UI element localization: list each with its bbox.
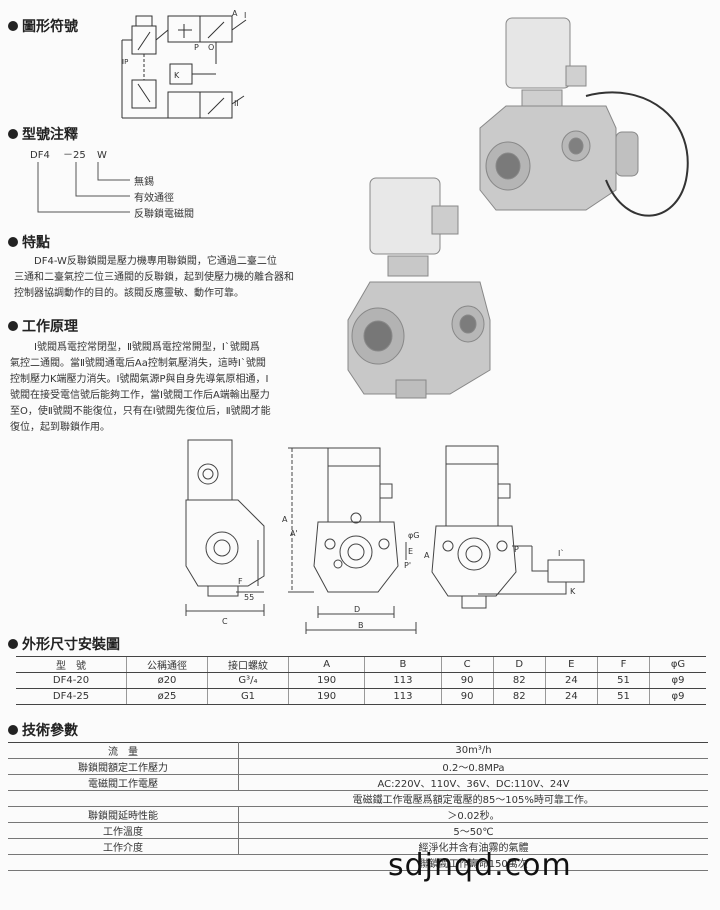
- model-note-wuxi: 無錫: [134, 177, 154, 188]
- svg-text:A: A: [424, 551, 430, 560]
- section-title-model: 型號注釋: [8, 124, 78, 144]
- section-title-symbol: 圖形符號: [8, 16, 78, 36]
- svg-text:O: O: [208, 43, 214, 52]
- model-note-type: 反聯鎖電磁閥: [134, 209, 194, 220]
- svg-text:K: K: [174, 71, 180, 80]
- svg-text:A: A: [232, 9, 238, 18]
- section-title-features: 特點: [8, 232, 50, 252]
- svg-text:D: D: [354, 605, 360, 614]
- principle-paragraph: Ⅰ號閥爲電控常閉型，Ⅱ號閥爲電控常開型，Ⅰ`號閥爲 氣控二通閥。當Ⅱ號閥通電后A…: [10, 342, 271, 433]
- valve-photo-top: [479, 17, 689, 217]
- bullet-icon: [8, 237, 18, 247]
- table-row: 聯鎖閥延時性能＞0.02秒。: [8, 806, 708, 823]
- table-header-row: 型 號 公稱通徑 接口螺紋 A B C D E F φG: [16, 656, 706, 673]
- features-paragraph: DF4-W反聯鎖閥是壓力機專用聯鎖閥，它通過二臺二位 三通和二臺氣控二位三通閥的…: [14, 256, 294, 299]
- svg-text:B: B: [358, 621, 364, 630]
- table-row: 聯鎖閥工作壽命150萬次: [8, 854, 708, 871]
- svg-text:I`: I`: [558, 548, 564, 558]
- svg-text:C: C: [222, 617, 228, 626]
- svg-text:φG: φG: [408, 531, 419, 540]
- svg-text:A': A': [290, 529, 298, 538]
- svg-text:F: F: [238, 577, 243, 586]
- bullet-icon: [8, 129, 18, 139]
- svg-text:55: 55: [244, 593, 254, 602]
- bullet-icon: [8, 639, 18, 649]
- dimension-drawing: F A A' C 55 D B φG E P' A P I` K: [185, 439, 585, 634]
- svg-text:E: E: [408, 547, 413, 556]
- section-title-dimensions: 外形尺寸安裝圖: [8, 634, 120, 654]
- watermark-text: sdjnqd.com: [388, 848, 572, 883]
- svg-text:I: I: [244, 11, 246, 20]
- bullet-icon: [8, 321, 18, 331]
- bullet-icon: [8, 725, 18, 735]
- table-row: 電磁鐵工作電壓爲額定電壓的85～105%時可靠工作。: [8, 790, 708, 807]
- model-note-diameter: 有效通徑: [134, 193, 174, 204]
- svg-text:K: K: [570, 587, 576, 596]
- model-code-leader-lines: [37, 162, 130, 213]
- svg-text:P: P: [194, 43, 199, 52]
- bullet-icon: [8, 21, 18, 31]
- valve-photo-bottom: [347, 177, 491, 399]
- svg-text:A: A: [282, 515, 288, 524]
- model-code: DF4 －25 W: [30, 150, 107, 161]
- svg-text:II: II: [234, 99, 239, 108]
- svg-text:P': P': [404, 561, 411, 570]
- section-title-tech: 技術參數: [8, 720, 78, 740]
- svg-text:P: P: [514, 545, 519, 554]
- table-row: 工作介度經淨化并含有油霧的氣體: [8, 838, 708, 855]
- pneumatic-symbol-diagram: A P O K I II IP: [121, 9, 246, 119]
- svg-text:IP: IP: [122, 58, 128, 66]
- section-title-principle: 工作原理: [8, 316, 78, 336]
